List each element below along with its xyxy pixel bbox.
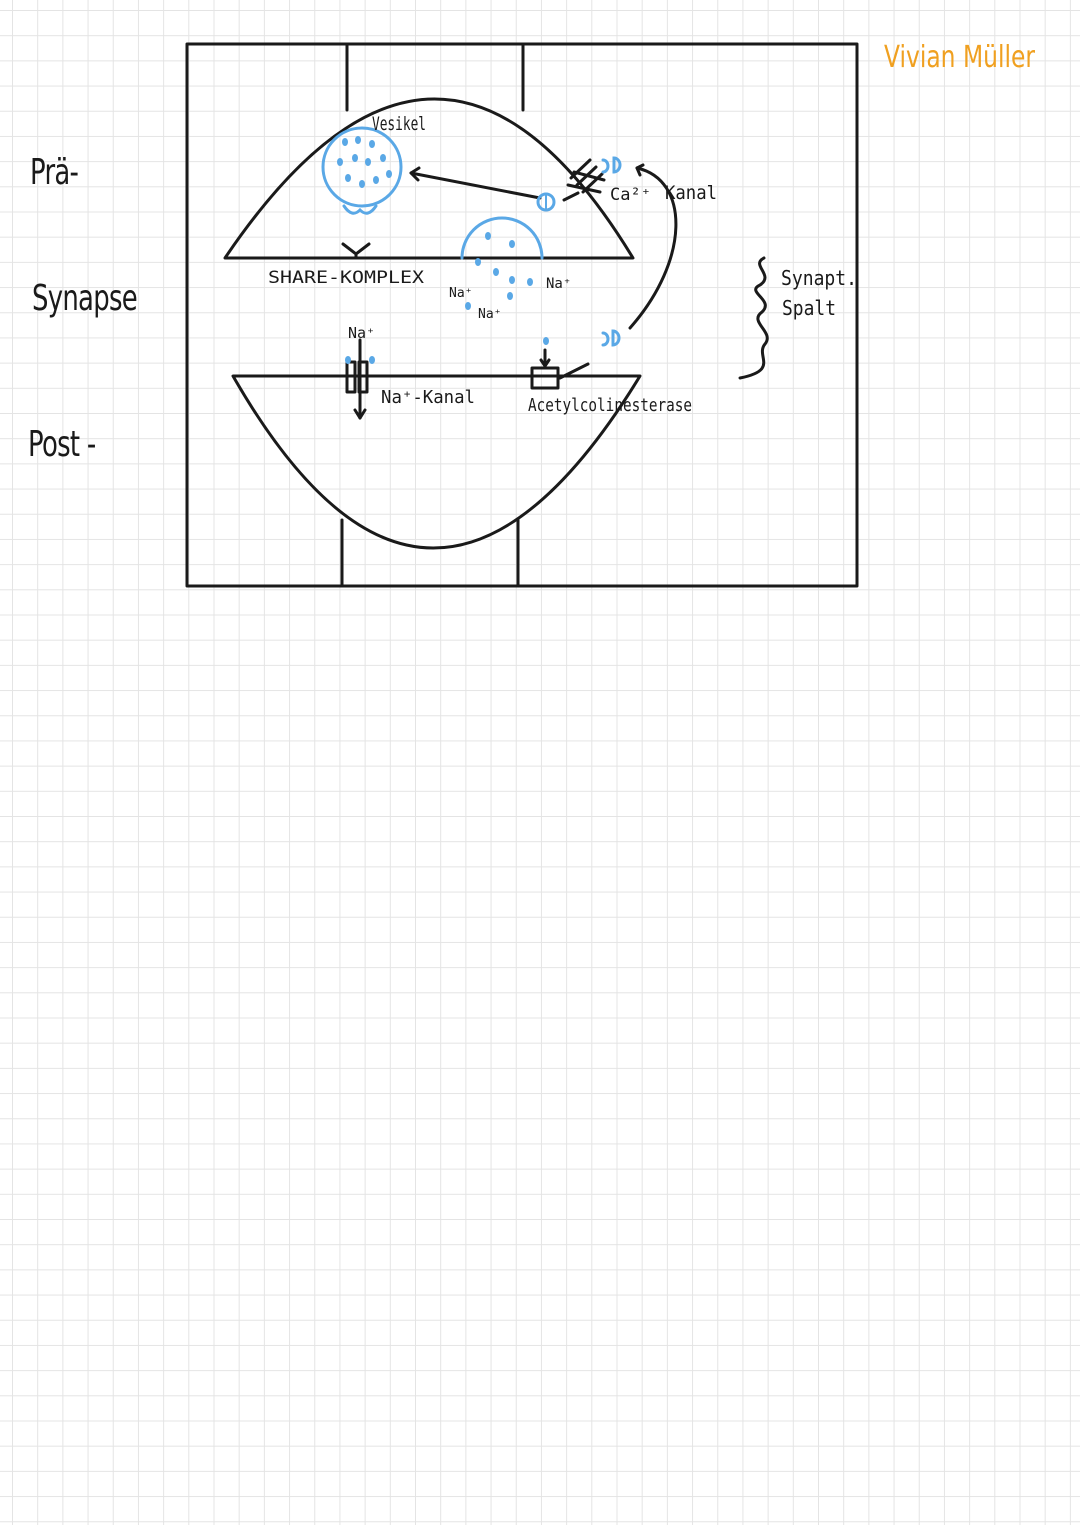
exocytosis-bulge [460, 216, 544, 260]
postsynaptic-terminal [231, 374, 642, 550]
na-channel [345, 360, 357, 394]
label-kanal: Kanal [665, 182, 717, 204]
presynaptic-terminal [223, 97, 635, 260]
label-vesikel: Vesikel [372, 113, 426, 135]
label-na-3: Na⁺ [546, 276, 571, 292]
label-acetylcholinesterase: Acetylcolinesterase [528, 395, 692, 416]
label-post: Post - [28, 424, 96, 465]
snare-symbol [341, 242, 371, 260]
label-spalt: Spalt [782, 296, 836, 320]
ca-channel [566, 158, 606, 194]
released-transmitters [345, 232, 549, 364]
label-na-4: Na⁺ [348, 324, 375, 342]
arrow-to-vesicle [409, 171, 542, 200]
synaptic-cleft-brace [738, 256, 769, 380]
acetylcholinesterase-enzyme [530, 366, 560, 390]
label-pre: Prä- [30, 152, 79, 193]
label-ca: Ca²⁺ [610, 185, 651, 205]
author-name: Vivian Müller [884, 40, 1036, 75]
ca-entry-arrow [562, 191, 580, 202]
vesicle-contents [337, 136, 392, 188]
label-synapse: Synapse [32, 278, 138, 319]
label-synapt: Synapt. [781, 266, 857, 290]
label-na-kanal: Na⁺-Kanal [381, 387, 475, 408]
label-na-1: Na⁺ [449, 286, 472, 301]
diagram-frame [185, 42, 859, 588]
recycle-arrow [628, 166, 678, 330]
vesicle [321, 126, 403, 208]
label-na-2: Na⁺ [478, 307, 501, 322]
label-share-komplex: SHARE-KOMPLEX [268, 268, 425, 288]
